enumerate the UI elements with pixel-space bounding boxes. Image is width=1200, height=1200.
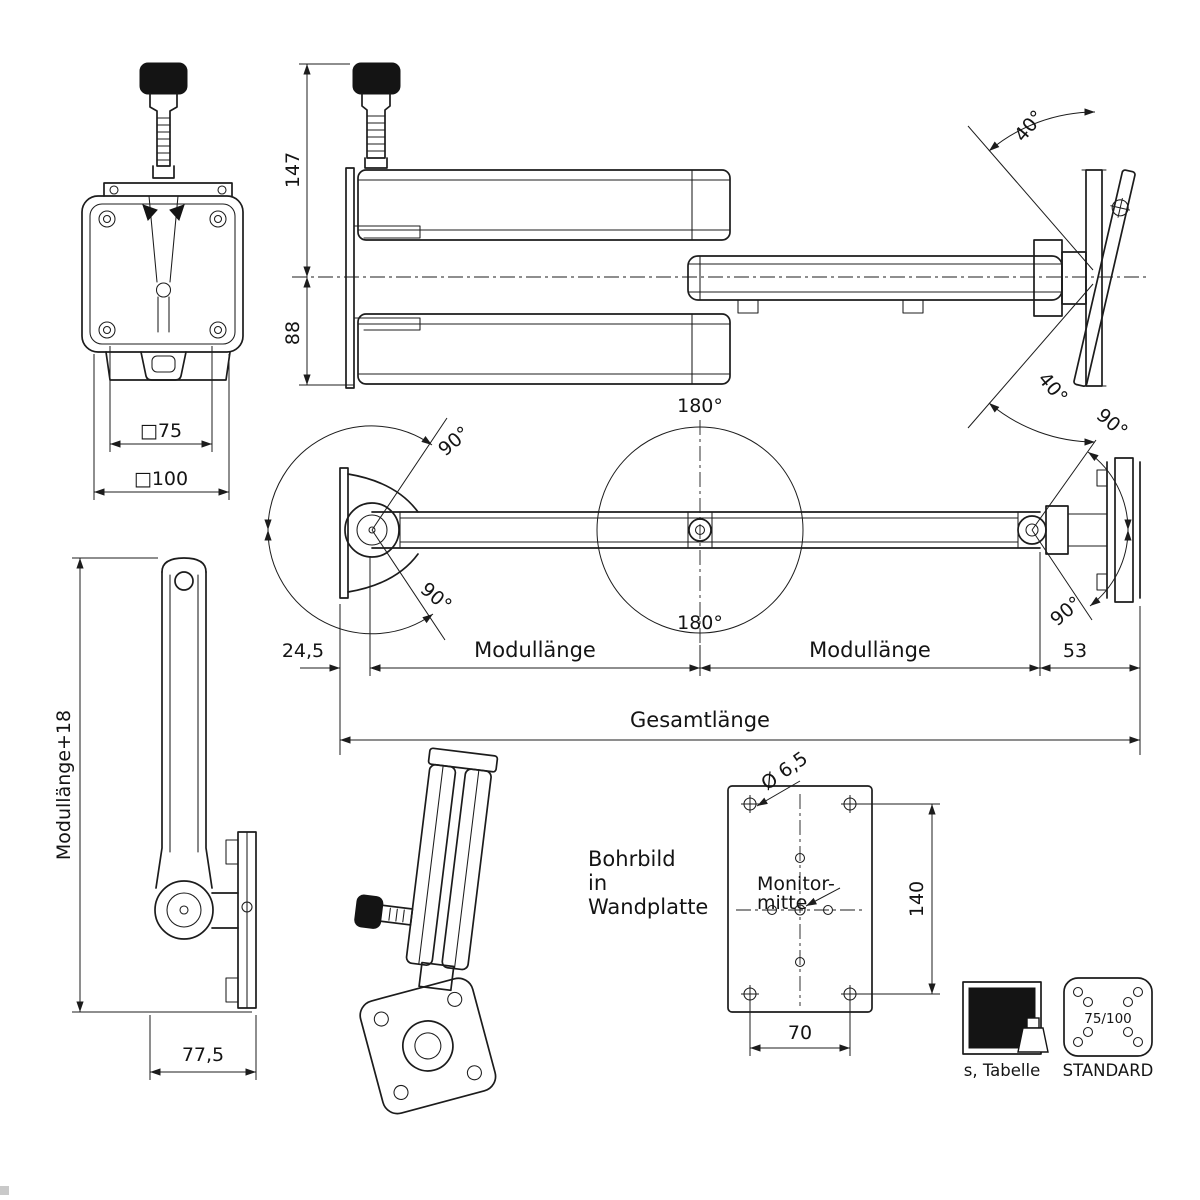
tension-knob-icon — [352, 62, 401, 169]
monitor-center-line1: Monitor- — [757, 873, 835, 895]
plan-view: 90° 90° 180° 180° 90° 90° 24,5 Modulläng… — [264, 395, 1141, 755]
angle-label-90-right-down: 90° — [1046, 592, 1086, 631]
hole-diameter-label: Ø 6,5 — [757, 747, 812, 794]
vesa-size-text: 75/100 — [1084, 1011, 1132, 1027]
vesa-plate-perspective — [359, 977, 497, 1115]
angle-label-tilt-up: 40° — [1010, 106, 1049, 146]
dimension-label-total-length: Gesamtlänge — [630, 708, 770, 732]
tension-knob-icon — [139, 62, 188, 179]
dimension-label-module-1: Modullänge — [474, 638, 596, 662]
dimension-label-module-2: Modullänge — [809, 638, 931, 662]
side-view-dimensions: Modullänge+18 77,5 — [53, 557, 257, 1080]
vesa-legend: 75/100 STANDARD — [1063, 977, 1154, 1080]
weight-legend: s, Tabelle — [962, 981, 1049, 1080]
wall-end-bracket — [1017, 457, 1141, 603]
drill-dimensions: 140 70 — [749, 803, 940, 1056]
side-view: Modullänge+18 77,5 — [53, 557, 257, 1080]
dimension-label-module-plus-18: Modullänge+18 — [53, 710, 75, 860]
front-view: □75 □100 — [81, 62, 244, 500]
drill-pattern-view: Bohrbild in Wandplatte Ø 6,5 Monitor- mi… — [588, 747, 940, 1056]
weight-icon — [1017, 1017, 1049, 1053]
drill-caption-line2: in — [588, 871, 607, 895]
dimension-label-77-5: 77,5 — [182, 1044, 224, 1066]
upper-arm — [357, 169, 731, 241]
arm-bar — [371, 511, 1041, 549]
top-view-dimensions: 147 88 40° 40° — [282, 63, 1096, 446]
wall-joint — [1033, 169, 1107, 387]
vesa-plate — [81, 195, 244, 353]
dimension-label-140: 140 — [906, 881, 928, 917]
hole-diameter-callout: Ø 6,5 — [756, 747, 812, 807]
lower-arm — [357, 313, 731, 385]
tilted-wall-plate — [1073, 169, 1136, 388]
dimension-label-53: 53 — [1063, 640, 1087, 662]
weight-caption: s, Tabelle — [964, 1061, 1041, 1080]
scan-artifact — [0, 1186, 9, 1195]
vesa-standard-icon — [1063, 977, 1153, 1057]
drill-caption-line1: Bohrbild — [588, 847, 676, 871]
dimension-label-147: 147 — [282, 152, 304, 188]
plate-centerlines — [736, 794, 864, 1006]
wall-plate-edge — [225, 831, 257, 1009]
angle-label-90-right-up: 90° — [1092, 404, 1132, 443]
dimension-label-vesa100: □100 — [134, 468, 188, 490]
perspective-view — [354, 747, 499, 1115]
front-view-dimensions: □75 □100 — [93, 346, 230, 500]
vesa-caption: STANDARD — [1063, 1061, 1154, 1080]
angle-label-tilt-down: 40° — [1033, 368, 1072, 408]
angle-label-180-bottom: 180° — [677, 612, 723, 634]
top-view: 147 88 40° 40° — [282, 62, 1148, 446]
dimension-label-24-5: 24,5 — [282, 640, 324, 662]
pivot-housing — [154, 880, 239, 940]
plate-base — [105, 351, 231, 381]
dimension-label-70: 70 — [788, 1022, 812, 1044]
monitor-center-callout: Monitor- mitte — [757, 873, 841, 914]
vertical-arm — [155, 557, 213, 889]
top-bracket — [103, 182, 233, 197]
dimension-label-vesa75: □75 — [140, 420, 182, 442]
plan-view-dimensions: 24,5 Modullänge Modullänge 53 Gesamtläng… — [282, 552, 1141, 755]
monitor-end-bracket — [339, 467, 419, 599]
monitor-center-line2: mitte — [757, 892, 807, 914]
middle-arm — [687, 255, 1063, 314]
monitor-plate-edge — [345, 167, 421, 389]
angle-label-90-left-down: 90° — [416, 578, 456, 617]
dimension-label-88: 88 — [282, 321, 304, 345]
angle-label-180-top: 180° — [677, 395, 723, 417]
drill-caption-line3: Wandplatte — [588, 895, 708, 919]
tension-knob-icon — [354, 894, 414, 929]
